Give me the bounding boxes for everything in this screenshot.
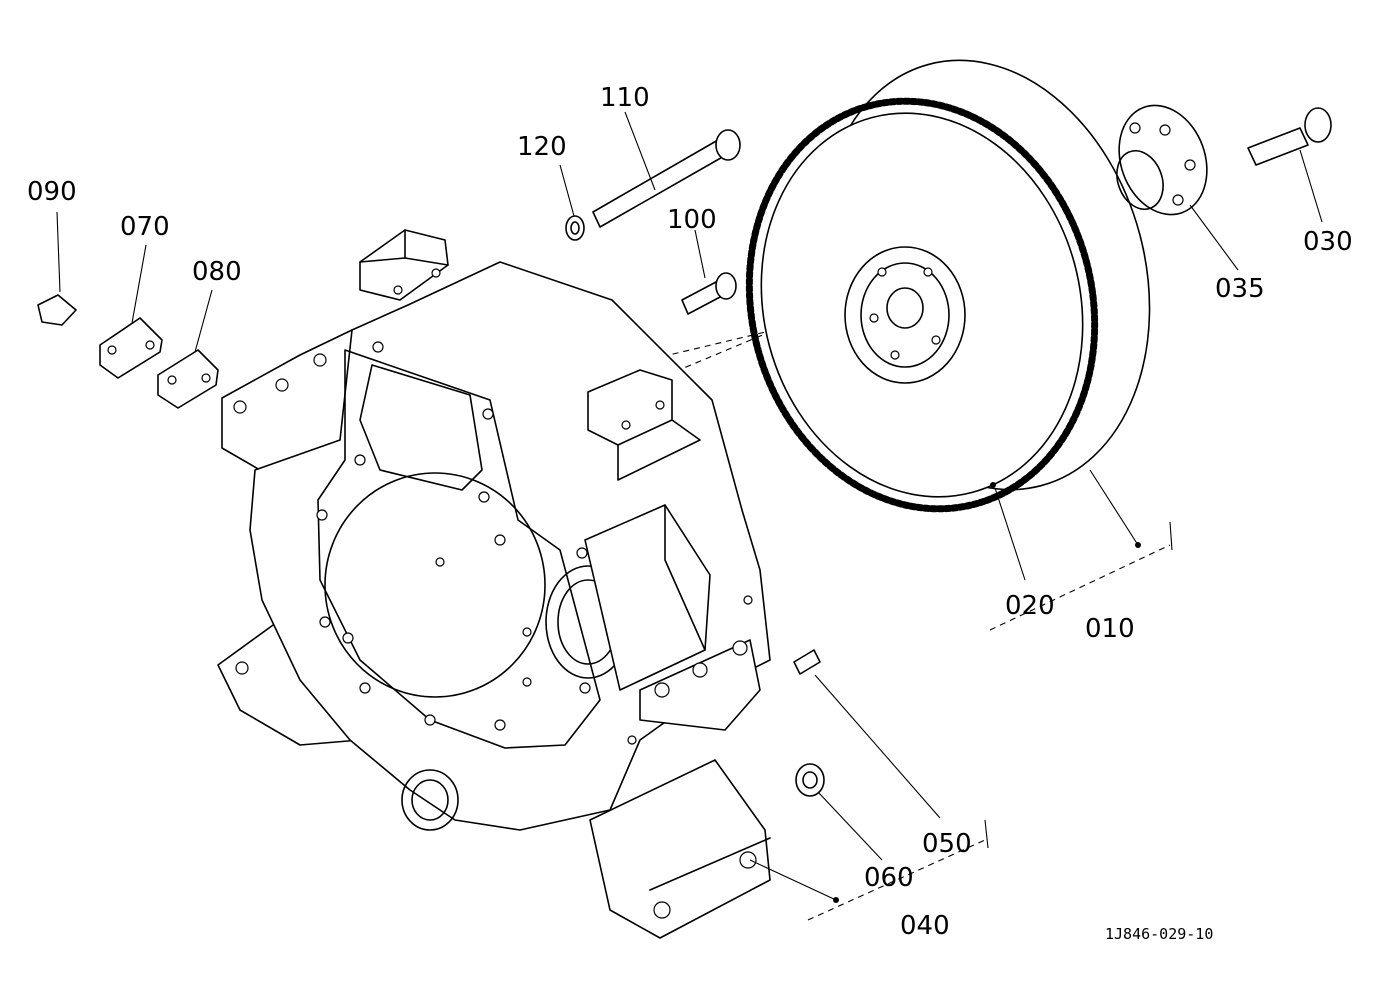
bushing [795, 763, 825, 797]
label-035: 035 [1215, 274, 1265, 304]
dowel-pin [793, 649, 821, 675]
label-030: 030 [1303, 227, 1353, 257]
pilot-flange [1116, 104, 1208, 216]
label-120: 120 [517, 132, 567, 162]
cover-plate [99, 317, 163, 379]
label-050: 050 [922, 829, 972, 859]
label-080: 080 [192, 257, 242, 287]
label-020: 020 [1005, 591, 1055, 621]
leader-lines [56, 111, 1323, 903]
cover-bolt [37, 294, 77, 326]
label-010: 010 [1085, 614, 1135, 644]
flywheel-housing [217, 229, 771, 939]
flywheel-bolt [1247, 107, 1332, 166]
label-040: 040 [900, 911, 950, 941]
long-bolt [592, 129, 741, 228]
gasket [157, 349, 219, 409]
flywheel-assembly [745, 59, 1151, 513]
drawing-code: 1J846-029-10 [1105, 925, 1213, 943]
washer [565, 215, 585, 241]
label-110: 110 [600, 83, 650, 113]
short-bolt [681, 272, 737, 315]
part-labels: 090 070 080 120 110 100 030 035 020 010 … [27, 83, 1353, 943]
label-100: 100 [667, 205, 717, 235]
label-090: 090 [27, 177, 77, 207]
label-060: 060 [864, 863, 914, 893]
label-070: 070 [120, 212, 170, 242]
